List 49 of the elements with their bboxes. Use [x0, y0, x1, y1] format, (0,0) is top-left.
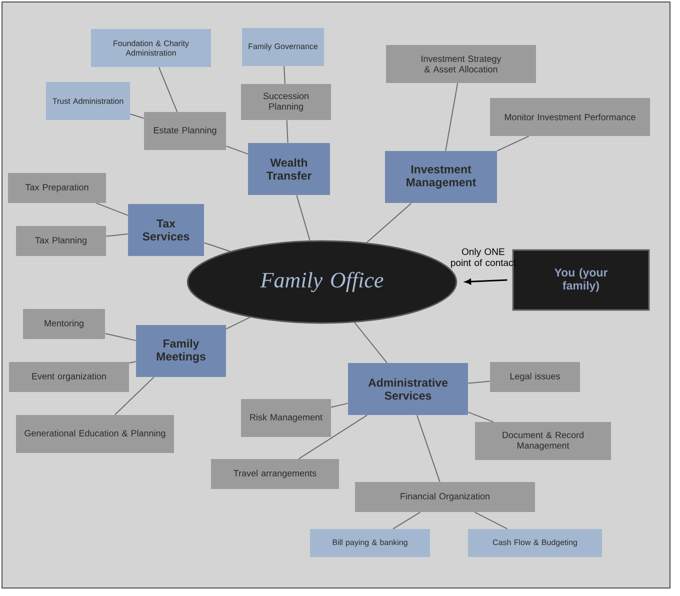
connector-line	[96, 202, 128, 216]
service-box: Generational Education & Planning	[16, 415, 174, 453]
connector-line	[416, 414, 440, 482]
connector-line	[284, 66, 286, 84]
service-box: Foundation & Charity Administration	[91, 29, 211, 67]
connector-line	[496, 136, 530, 152]
connector-line	[468, 380, 490, 384]
connector-line	[354, 322, 388, 364]
service-box: Document & Record Management	[475, 422, 611, 460]
connector-line	[298, 414, 368, 460]
category-box: Family Meetings	[136, 325, 226, 377]
connector-line	[330, 402, 348, 408]
service-box: Financial Organization	[355, 482, 535, 512]
category-box: Administrative Services	[348, 363, 468, 415]
service-box: Investment Strategy & Asset Allocation	[386, 45, 536, 83]
connector-line	[158, 66, 178, 112]
connector-line	[104, 333, 136, 342]
connector-line	[286, 120, 288, 144]
connector-line	[226, 146, 248, 154]
service-box: Risk Management	[241, 399, 331, 437]
service-box: Monitor Investment Performance	[490, 98, 650, 136]
service-box: Family Governance	[242, 28, 324, 66]
service-box: Trust Administration	[46, 82, 130, 120]
service-box: Mentoring	[23, 309, 105, 339]
service-box: Tax Planning	[16, 226, 106, 256]
service-box: Cash Flow & Budgeting	[468, 529, 602, 557]
connector-line	[445, 82, 458, 152]
service-box: Tax Preparation	[8, 173, 106, 203]
connector-line	[128, 361, 136, 364]
category-box: Investment Management	[385, 151, 497, 203]
arrow	[465, 278, 508, 284]
connector-line	[114, 376, 154, 416]
service-box: Travel arrangements	[211, 459, 339, 489]
connector-line	[474, 512, 508, 530]
connector-line	[366, 202, 412, 244]
service-box: Event organization	[9, 362, 129, 392]
service-box: Legal issues	[490, 362, 580, 392]
category-box: Wealth Transfer	[248, 143, 330, 195]
service-box: Succession Planning	[241, 84, 331, 120]
connector-line	[392, 512, 421, 530]
connector-line	[106, 234, 128, 237]
connector-line	[468, 412, 494, 422]
connector-line	[130, 114, 144, 119]
connector-line	[204, 242, 231, 252]
connector-line	[296, 194, 310, 241]
connector-line	[226, 316, 250, 330]
service-box: Bill paying & banking	[310, 529, 430, 557]
category-box: Tax Services	[128, 204, 204, 256]
service-box: Estate Planning	[144, 112, 226, 150]
